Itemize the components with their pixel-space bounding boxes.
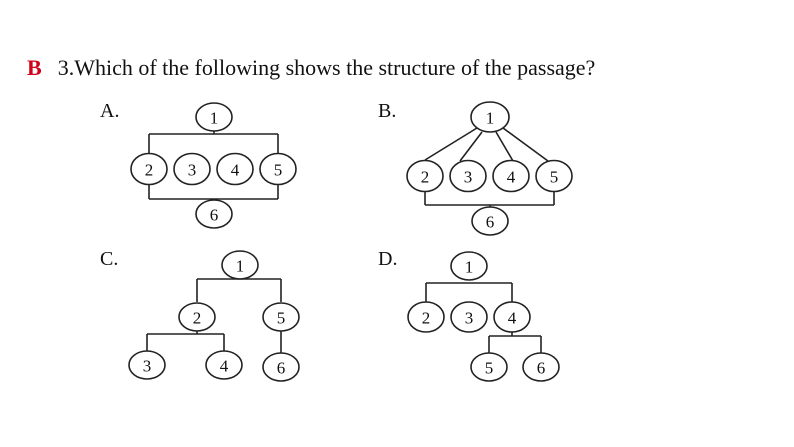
diagram-a-node: 5 xyxy=(259,152,297,186)
node-number: 2 xyxy=(421,168,430,187)
node-number: 4 xyxy=(508,309,517,328)
diagram-a-node: 2 xyxy=(130,152,168,186)
diagram-d-node: 5 xyxy=(470,352,508,382)
node-number: 5 xyxy=(485,359,494,378)
node-number: 4 xyxy=(220,357,229,376)
node-number: 6 xyxy=(486,213,495,232)
answer-letter: B xyxy=(27,55,42,80)
node-number: 4 xyxy=(231,161,240,180)
diagram-c-node: 4 xyxy=(205,350,243,380)
diagram-a-node: 4 xyxy=(216,152,254,186)
node-number: 1 xyxy=(486,109,495,128)
diagram-d: 1 2 3 4 5 6 xyxy=(407,251,560,382)
diagram-b-node: 1 xyxy=(470,101,510,133)
diagram-c: 1 2 5 3 4 6 xyxy=(128,250,300,382)
diagram-b-node: 6 xyxy=(471,206,509,236)
node-number: 6 xyxy=(210,206,219,225)
diagram-d-node: 3 xyxy=(450,301,488,333)
diagram-b-node: 2 xyxy=(406,159,444,193)
node-number: 3 xyxy=(188,161,197,180)
diagram-b-link xyxy=(495,131,514,162)
diagram-d-node: 6 xyxy=(522,352,560,382)
diagram-d-node: 4 xyxy=(493,301,531,333)
diagram-b-node: 3 xyxy=(449,159,487,193)
diagram-a-node: 1 xyxy=(195,102,233,132)
node-number: 5 xyxy=(550,168,559,187)
node-number: 4 xyxy=(507,168,516,187)
diagram-a-node: 6 xyxy=(195,199,233,229)
diagram-b: 1 2 3 4 5 6 xyxy=(406,101,573,236)
diagram-c-node: 1 xyxy=(221,250,259,280)
node-number: 5 xyxy=(274,161,283,180)
node-number: 3 xyxy=(464,168,473,187)
diagram-b-node: 4 xyxy=(492,159,530,193)
diagram-a: 1 2 3 4 5 6 xyxy=(130,102,297,229)
node-number: 5 xyxy=(277,309,286,328)
node-number: 6 xyxy=(537,359,546,378)
diagram-b-node: 5 xyxy=(535,159,573,193)
diagram-c-node: 6 xyxy=(262,352,300,382)
node-number: 3 xyxy=(143,357,152,376)
diagram-b-link xyxy=(459,131,483,162)
diagram-a-node: 3 xyxy=(173,152,211,186)
node-number: 2 xyxy=(145,161,154,180)
diagram-b-link xyxy=(502,127,549,162)
option-d-label: D. xyxy=(378,248,398,270)
question-text: 3.Which of the following shows the struc… xyxy=(57,55,596,80)
diagram-d-node: 1 xyxy=(450,251,488,281)
option-c-label: C. xyxy=(100,248,119,270)
diagram-c-node: 3 xyxy=(128,350,166,380)
diagram-c-node: 5 xyxy=(262,302,300,332)
question-line: B 3.Which of the following shows the stru… xyxy=(27,55,595,81)
diagram-d-node: 2 xyxy=(407,301,445,333)
node-number: 2 xyxy=(422,309,431,328)
node-number: 3 xyxy=(465,309,474,328)
option-b-label: B. xyxy=(378,100,397,122)
option-a-label: A. xyxy=(100,100,120,122)
node-number: 1 xyxy=(236,257,245,276)
node-number: 1 xyxy=(210,109,219,128)
node-number: 1 xyxy=(465,258,474,277)
node-number: 6 xyxy=(277,359,286,378)
diagram-c-node: 2 xyxy=(178,302,216,332)
diagram-b-link xyxy=(424,127,478,161)
node-number: 2 xyxy=(193,309,202,328)
